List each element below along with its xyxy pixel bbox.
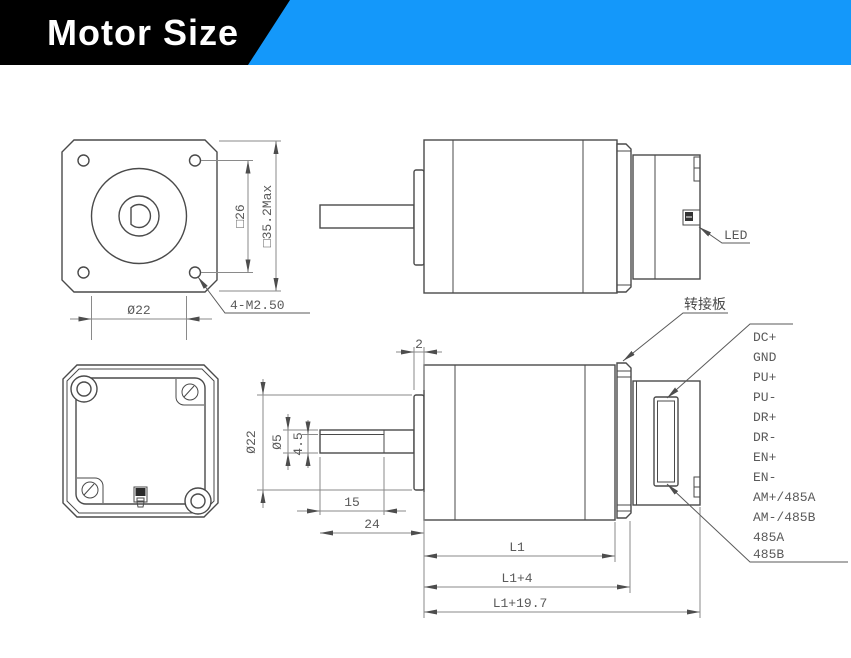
pin-list-leader-bottom [666,483,848,563]
pin-label: EN+ [753,450,777,465]
page-title: Motor Size [47,11,240,53]
pilot-circle [90,167,188,265]
dim-flange-size: □35.2Max [260,185,275,248]
adapter-board-label: 转接板 [684,296,726,313]
screw-slot [183,385,195,398]
mounting-hole [77,266,90,279]
header-banner: Motor Size [0,0,851,65]
led-label: LED [724,228,748,243]
corner-boss-hole [76,381,92,397]
adapter-plate [616,143,632,293]
pin-label: AM+/485A [753,490,816,505]
mounting-hole [188,266,202,279]
screw [181,383,199,401]
pin-label: DR- [753,430,776,445]
dim-body-length: L1 [509,540,525,555]
screw-notch [175,379,204,406]
mounting-holes-label: 4-M2.50 [230,298,285,313]
pin-label: 485B [753,547,784,562]
rear-view [62,364,219,518]
connector-outline [653,396,679,487]
end-cap-lines [452,140,584,293]
dim-shaft-flat: 4.5 [291,432,306,455]
pilot-boss [413,394,425,491]
adapter-board-plate [75,377,206,505]
pin-label: GND [753,350,777,365]
end-cap-lines [454,365,586,520]
bearing-circle [118,195,160,237]
dim-shaft-length: 24 [364,517,380,532]
mounting-hole [77,154,90,167]
driver-housing [632,380,701,506]
adapter-plate-lines [617,150,631,286]
mounting-holes-leader [197,276,310,314]
flange-outline [61,139,218,293]
rear-connector [133,486,148,503]
shaft [319,429,415,454]
screw [81,481,99,499]
header-accent-shape: Motor Size [0,0,290,65]
pin-label: EN- [753,470,776,485]
dim-shaft-diameter: Ø5 [270,434,285,450]
dim-pilot-diameter: Ø22 [127,303,150,318]
dim-overall-length: L1+19.7 [493,596,548,611]
rear-connector-tab [136,501,145,508]
pin-label: DR+ [753,410,777,425]
shaft [319,204,415,229]
extension-lines [257,394,412,491]
pin-list-leader-top [666,323,793,399]
rear-connector-slot [136,497,145,502]
led-leader [698,226,750,244]
dim-boss-thickness: 2 [415,337,423,352]
extension-lines [319,457,385,515]
extension-lines [91,140,281,340]
dim-flat-length: 15 [344,495,360,510]
screw-slot [83,483,95,496]
rear-connector-body [135,488,146,496]
side-view: LED [319,139,750,294]
adapter-plate-lines [617,370,631,512]
adapter-board-leader [622,312,728,362]
pilot-boss [413,169,425,266]
dim-bolt-spacing: □26 [233,204,248,227]
dimension-view: 2 Ø22 Ø5 4.5 15 [244,337,701,618]
corner-boss-hole [190,493,206,509]
pin-label: PU+ [753,370,777,385]
extension-lines [413,347,425,390]
front-view: □26 □35.2Max Ø22 4-M2.50 [61,139,310,340]
pin-label: PU- [753,390,776,405]
connector-inner [657,400,675,483]
adapter-board-callout: 转接板 [622,296,728,362]
dim-with-adapter: L1+4 [501,571,532,586]
motor-body [423,139,618,294]
adapter-plate [616,362,632,519]
extension-lines [423,522,616,618]
motor-body [423,364,616,521]
mounting-hole [188,154,202,167]
shaft-circle [130,203,152,229]
housing-corner-detail [693,156,701,182]
pin-label: DC+ [753,330,777,345]
motor-drawing: □26 □35.2Max Ø22 4-M2.50 [61,139,848,618]
screw-notch [77,477,104,503]
pin-label: AM-/485B [753,510,816,525]
led-window [682,209,701,226]
dim-pilot-diameter: Ø22 [244,430,259,453]
pin-label: 485A [753,530,784,545]
pin-list: DC+ GND PU+ PU- DR+ DR- EN+ EN- AM+/485A… [666,323,848,563]
